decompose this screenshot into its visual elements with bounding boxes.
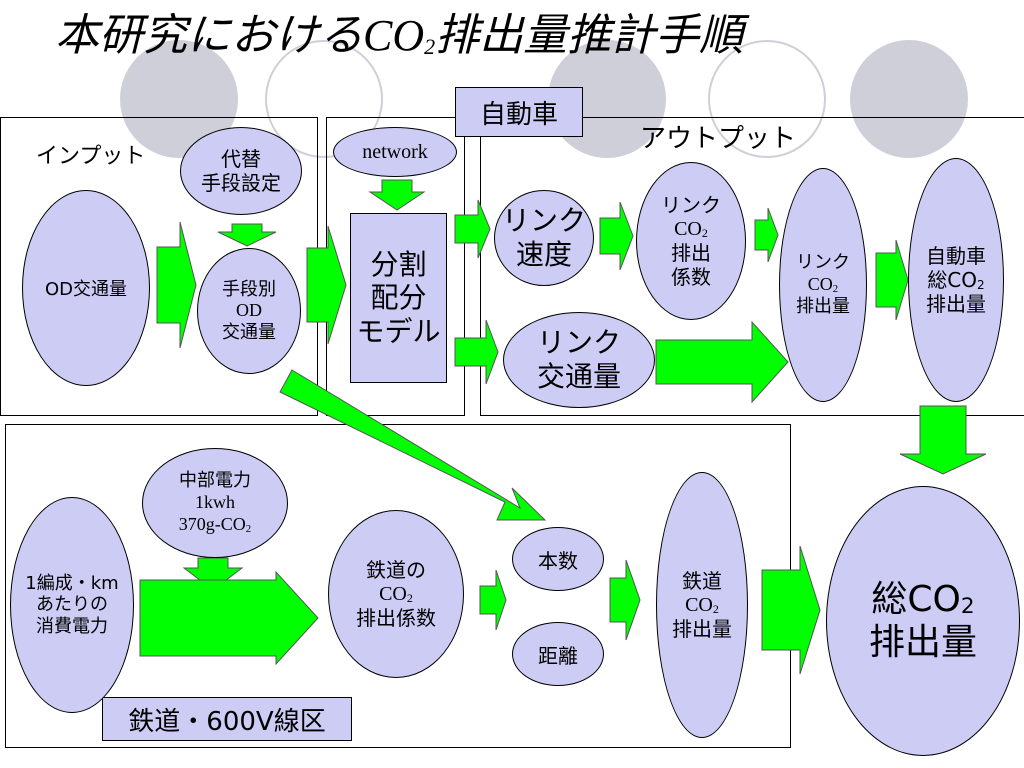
node-distance: 距離 (512, 622, 604, 686)
link-emission-co: CO (807, 274, 833, 295)
arrow-count-to-rail (609, 559, 641, 641)
node-total-co2: 総CO2 排出量 (826, 486, 1020, 756)
mode-od-line2: OD (236, 300, 262, 321)
arrow-network-down (368, 179, 426, 211)
node-od-traffic: OD交通量 (22, 190, 150, 386)
node-link-speed: リンク速度 (494, 190, 594, 286)
link-factor-sub: 2 (701, 226, 708, 240)
link-factor-line1: リンク (661, 193, 721, 217)
alt-means-line1: 代替 (221, 147, 261, 171)
link-factor-co: CO (674, 218, 702, 240)
arrow-factor-to-emission (754, 207, 779, 263)
chubu-line2: 1kwh (195, 492, 235, 513)
car-total-sub: 2 (977, 277, 985, 292)
split-model-line2: 配分 (370, 281, 427, 315)
arrow-mode-to-model (306, 225, 347, 345)
title-suffix: 排出量推計手順 (435, 10, 744, 61)
power-km-line3: 消費電力 (35, 615, 108, 637)
decor-circle-5 (850, 40, 968, 158)
node-network: network (333, 127, 457, 177)
link-traffic-line1: リンク (536, 326, 621, 360)
arrow-power-down (182, 557, 244, 591)
arrow-alt-down (217, 223, 277, 247)
link-factor-line3: 排出 (671, 241, 711, 265)
arrow-rail-to-total (761, 545, 821, 675)
link-traffic-line2: 交通量 (536, 360, 621, 393)
distance-label: 距離 (538, 643, 578, 668)
rail-section-tag: 鉄道・600V線区 (102, 697, 352, 741)
power-km-line2: あたりの (35, 594, 108, 616)
node-count: 本数 (512, 527, 604, 591)
title-sub: 2 (424, 34, 436, 59)
total-sub: 2 (960, 593, 975, 619)
network-label: network (362, 140, 428, 163)
decor-circle-2 (265, 40, 383, 158)
arrow-mode-to-count (279, 369, 547, 521)
node-alt-means: 代替手段設定 (180, 127, 302, 215)
power-km-line1: 1編成・km (25, 572, 119, 594)
output-section-box (480, 117, 1024, 416)
arrow-power-to-factor (139, 570, 319, 666)
mode-od-line1: 手段別 (222, 278, 276, 300)
split-model-line3: モデル (356, 314, 441, 348)
arrow-od-to-mode (156, 221, 197, 349)
od-traffic-label: OD交通量 (44, 279, 128, 300)
rail-emission-sub: 2 (712, 602, 719, 616)
link-factor-line4: 係数 (671, 265, 711, 289)
total-line2: 排出量 (868, 622, 977, 663)
chubu-sub: 2 (245, 522, 252, 535)
arrow-model-to-traffic (454, 319, 499, 385)
link-emission-line3: 排出量 (796, 295, 850, 317)
node-link-traffic: リンク交通量 (503, 312, 655, 408)
node-split-model: 分割配分モデル (350, 213, 447, 383)
link-speed-line1: リンク (501, 204, 586, 238)
rail-factor-line1: 鉄道の (366, 558, 426, 582)
title-prefix: 本研究における (55, 10, 363, 61)
link-emission-line1: リンク (796, 252, 850, 274)
total-co: 総CO (871, 578, 961, 620)
title-co: CO (363, 11, 425, 60)
rail-emission-line1: 鉄道 (682, 569, 722, 593)
rail-factor-sub: 2 (406, 591, 413, 605)
split-model-line1: 分割 (370, 247, 427, 281)
alt-means-line2: 手段設定 (201, 171, 281, 195)
page-title: 本研究におけるCO2排出量推計手順 (55, 4, 743, 79)
car-section-tag: 自動車 (455, 87, 583, 137)
arrow-emission-to-cartotal (875, 239, 909, 321)
rail-factor-co: CO (379, 583, 407, 605)
chubu-line3: 370g-CO (178, 513, 246, 534)
rail-emission-line3: 排出量 (672, 617, 732, 641)
arrow-speed-to-factor (599, 201, 634, 271)
chubu-line1: 中部電力 (179, 470, 251, 492)
arrow-traffic-to-emission (655, 320, 789, 404)
car-total-line3: 排出量 (926, 292, 986, 317)
link-emission-sub: 2 (832, 283, 839, 296)
mode-od-line3: 交通量 (222, 321, 276, 343)
output-label: アウトプット (640, 124, 797, 154)
arrow-cartotal-down (899, 405, 987, 475)
rail-emission-co: CO (685, 594, 713, 616)
arrow-model-to-speed (454, 199, 491, 259)
car-total-line1: 自動車 (926, 243, 986, 268)
rail-factor-line3: 排出係数 (356, 606, 436, 630)
arrow-factor-to-count (479, 569, 507, 631)
link-speed-line2: 速度 (515, 238, 572, 271)
car-total-co: 総CO (927, 267, 978, 292)
input-label: インプット (36, 144, 146, 169)
count-label: 本数 (538, 548, 578, 573)
decor-circle-4 (708, 40, 826, 158)
